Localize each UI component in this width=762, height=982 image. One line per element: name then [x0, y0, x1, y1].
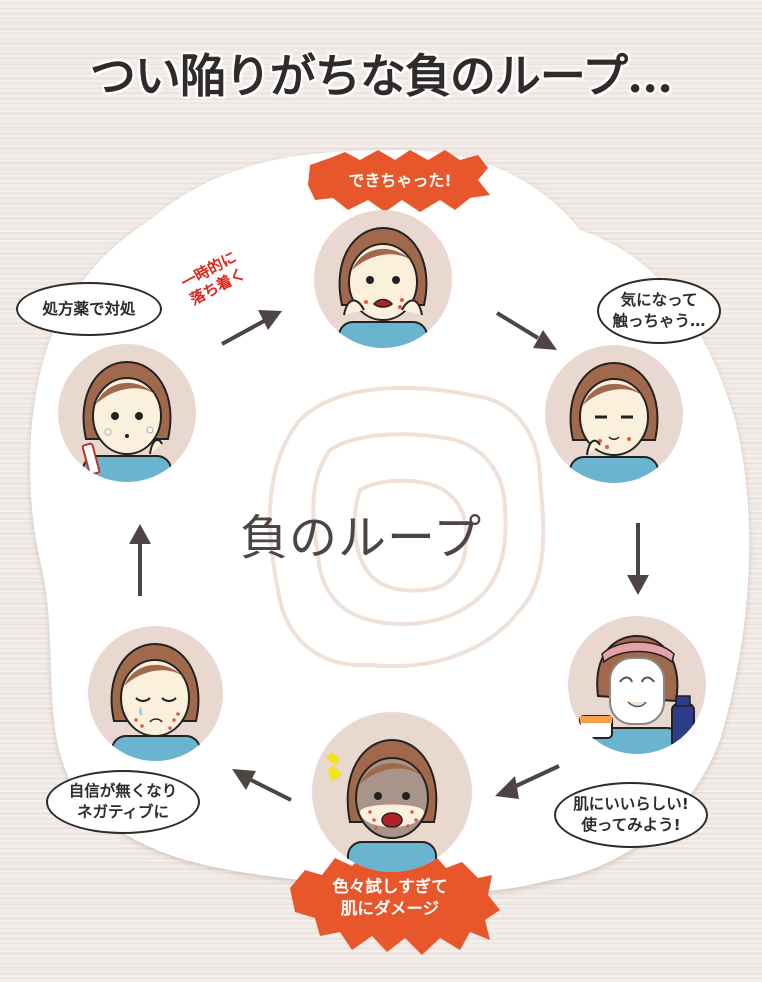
step-try-products-line-2: 使ってみよう! [581, 816, 681, 834]
step-negative-bubble: 自信が無くなり ネガティブに [46, 770, 200, 834]
tear-icon [139, 706, 143, 716]
step-damage-illustration [312, 712, 472, 872]
burst-bottom [290, 848, 500, 955]
step-touch-illustration [545, 345, 683, 483]
step-try-products-bubble: 肌にいいらしい! 使ってみよう! [554, 782, 708, 848]
step-damage-line-1: 色々試しすぎて [332, 877, 448, 896]
worried-face-icon [338, 226, 428, 348]
step-damage-label: 色々試しすぎて 肌にダメージ [310, 876, 470, 921]
step-negative-line-1: 自信が無くなり [68, 782, 178, 801]
uneasy-face-icon [569, 361, 659, 483]
burst-top [308, 150, 490, 212]
step-try-products-illustration [568, 616, 706, 754]
step-breakout-illustration [314, 210, 452, 348]
step-medicine-label: 処方薬で対処 [42, 299, 136, 318]
ointment-tube-icon [81, 442, 101, 476]
shock-mark-icon [326, 752, 342, 782]
crying-face-icon [110, 642, 201, 761]
step-negative-illustration [88, 626, 223, 761]
step-damage-line-2: 肌にダメージ [340, 899, 440, 919]
step-touch-line-1: 気になって [620, 291, 698, 310]
page-title: つい陥りがちな負のループ… [89, 49, 673, 103]
shocked-face-icon [326, 738, 438, 872]
step-negative-line-2: ネガティブに [76, 803, 170, 821]
step-touch-line-2: 触っちゃう… [612, 312, 706, 330]
arrow-up-right-icon [221, 310, 282, 346]
step-touch-bubble: 気になって 触っちゃう… [597, 278, 721, 344]
step-breakout-label: できちゃった! [348, 171, 452, 190]
arrow-down-icon [627, 523, 649, 595]
face-mask-icon [579, 634, 695, 754]
arrow-up-icon [129, 524, 151, 596]
arrow-down-left-icon [495, 764, 560, 799]
step-medicine-illustration [58, 344, 196, 482]
step-medicine-bubble: 処方薬で対処 [16, 282, 162, 336]
arrows [129, 310, 649, 802]
center-label: 負のループ [240, 510, 483, 566]
step-try-products-line-1: 肌にいいらしい! [573, 795, 689, 814]
applying-cream-face-icon [81, 360, 172, 482]
arrow-up-left-icon [232, 769, 292, 802]
arrow-down-right-icon [495, 311, 557, 350]
swirl-icon [267, 386, 546, 669]
